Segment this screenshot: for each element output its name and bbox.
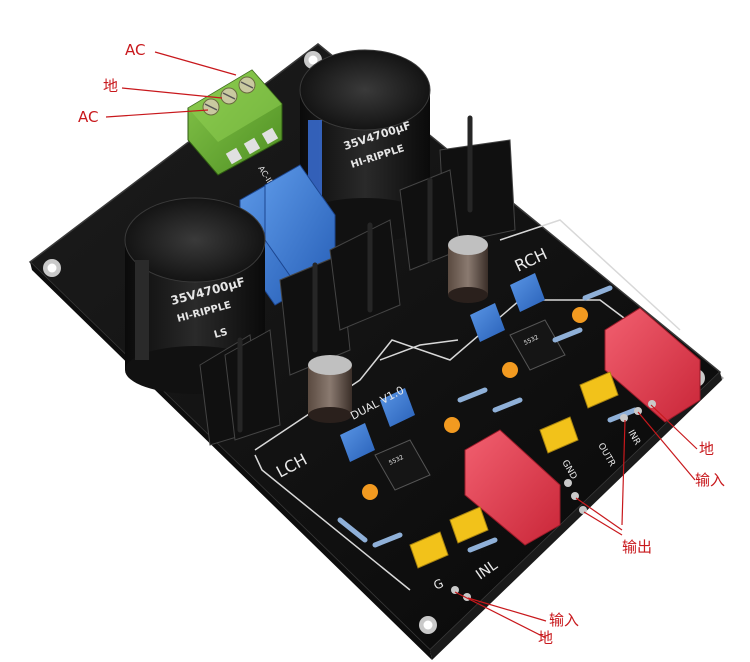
red-mkp-cap-left xyxy=(464,429,561,546)
callout-ground-left: 地 xyxy=(103,77,119,95)
opamp-chip-left: 5532 xyxy=(374,439,431,491)
callout-ground-bottom: 地 xyxy=(538,629,554,647)
callout-ac-bottom: AC xyxy=(78,108,99,126)
callout-ac-top: AC xyxy=(125,41,146,59)
orange-caps xyxy=(362,307,588,500)
io-pads xyxy=(451,400,656,601)
small-electrolytic-cap-2 xyxy=(308,355,352,423)
callout-input-right: 输入 xyxy=(695,471,726,489)
silkscreen-outlines xyxy=(254,219,681,591)
red-mkp-cap-right xyxy=(604,307,701,423)
resistors xyxy=(337,285,638,553)
small-electrolytic-cap-1 xyxy=(448,235,488,303)
callout-input-bottom: 输入 xyxy=(549,611,580,629)
blue-small-caps xyxy=(340,273,545,462)
heatsinks xyxy=(199,139,516,446)
heatsink-fins xyxy=(237,115,473,433)
callout-lines xyxy=(105,51,698,639)
callout-output: 输出 xyxy=(622,538,653,556)
callout-ground-right: 地 xyxy=(699,440,715,458)
yellow-caps xyxy=(409,371,619,569)
cap-left-brand: LS xyxy=(213,327,229,341)
opamp-chip-right: 5532 xyxy=(509,319,566,371)
ac-terminal-block xyxy=(187,69,283,176)
